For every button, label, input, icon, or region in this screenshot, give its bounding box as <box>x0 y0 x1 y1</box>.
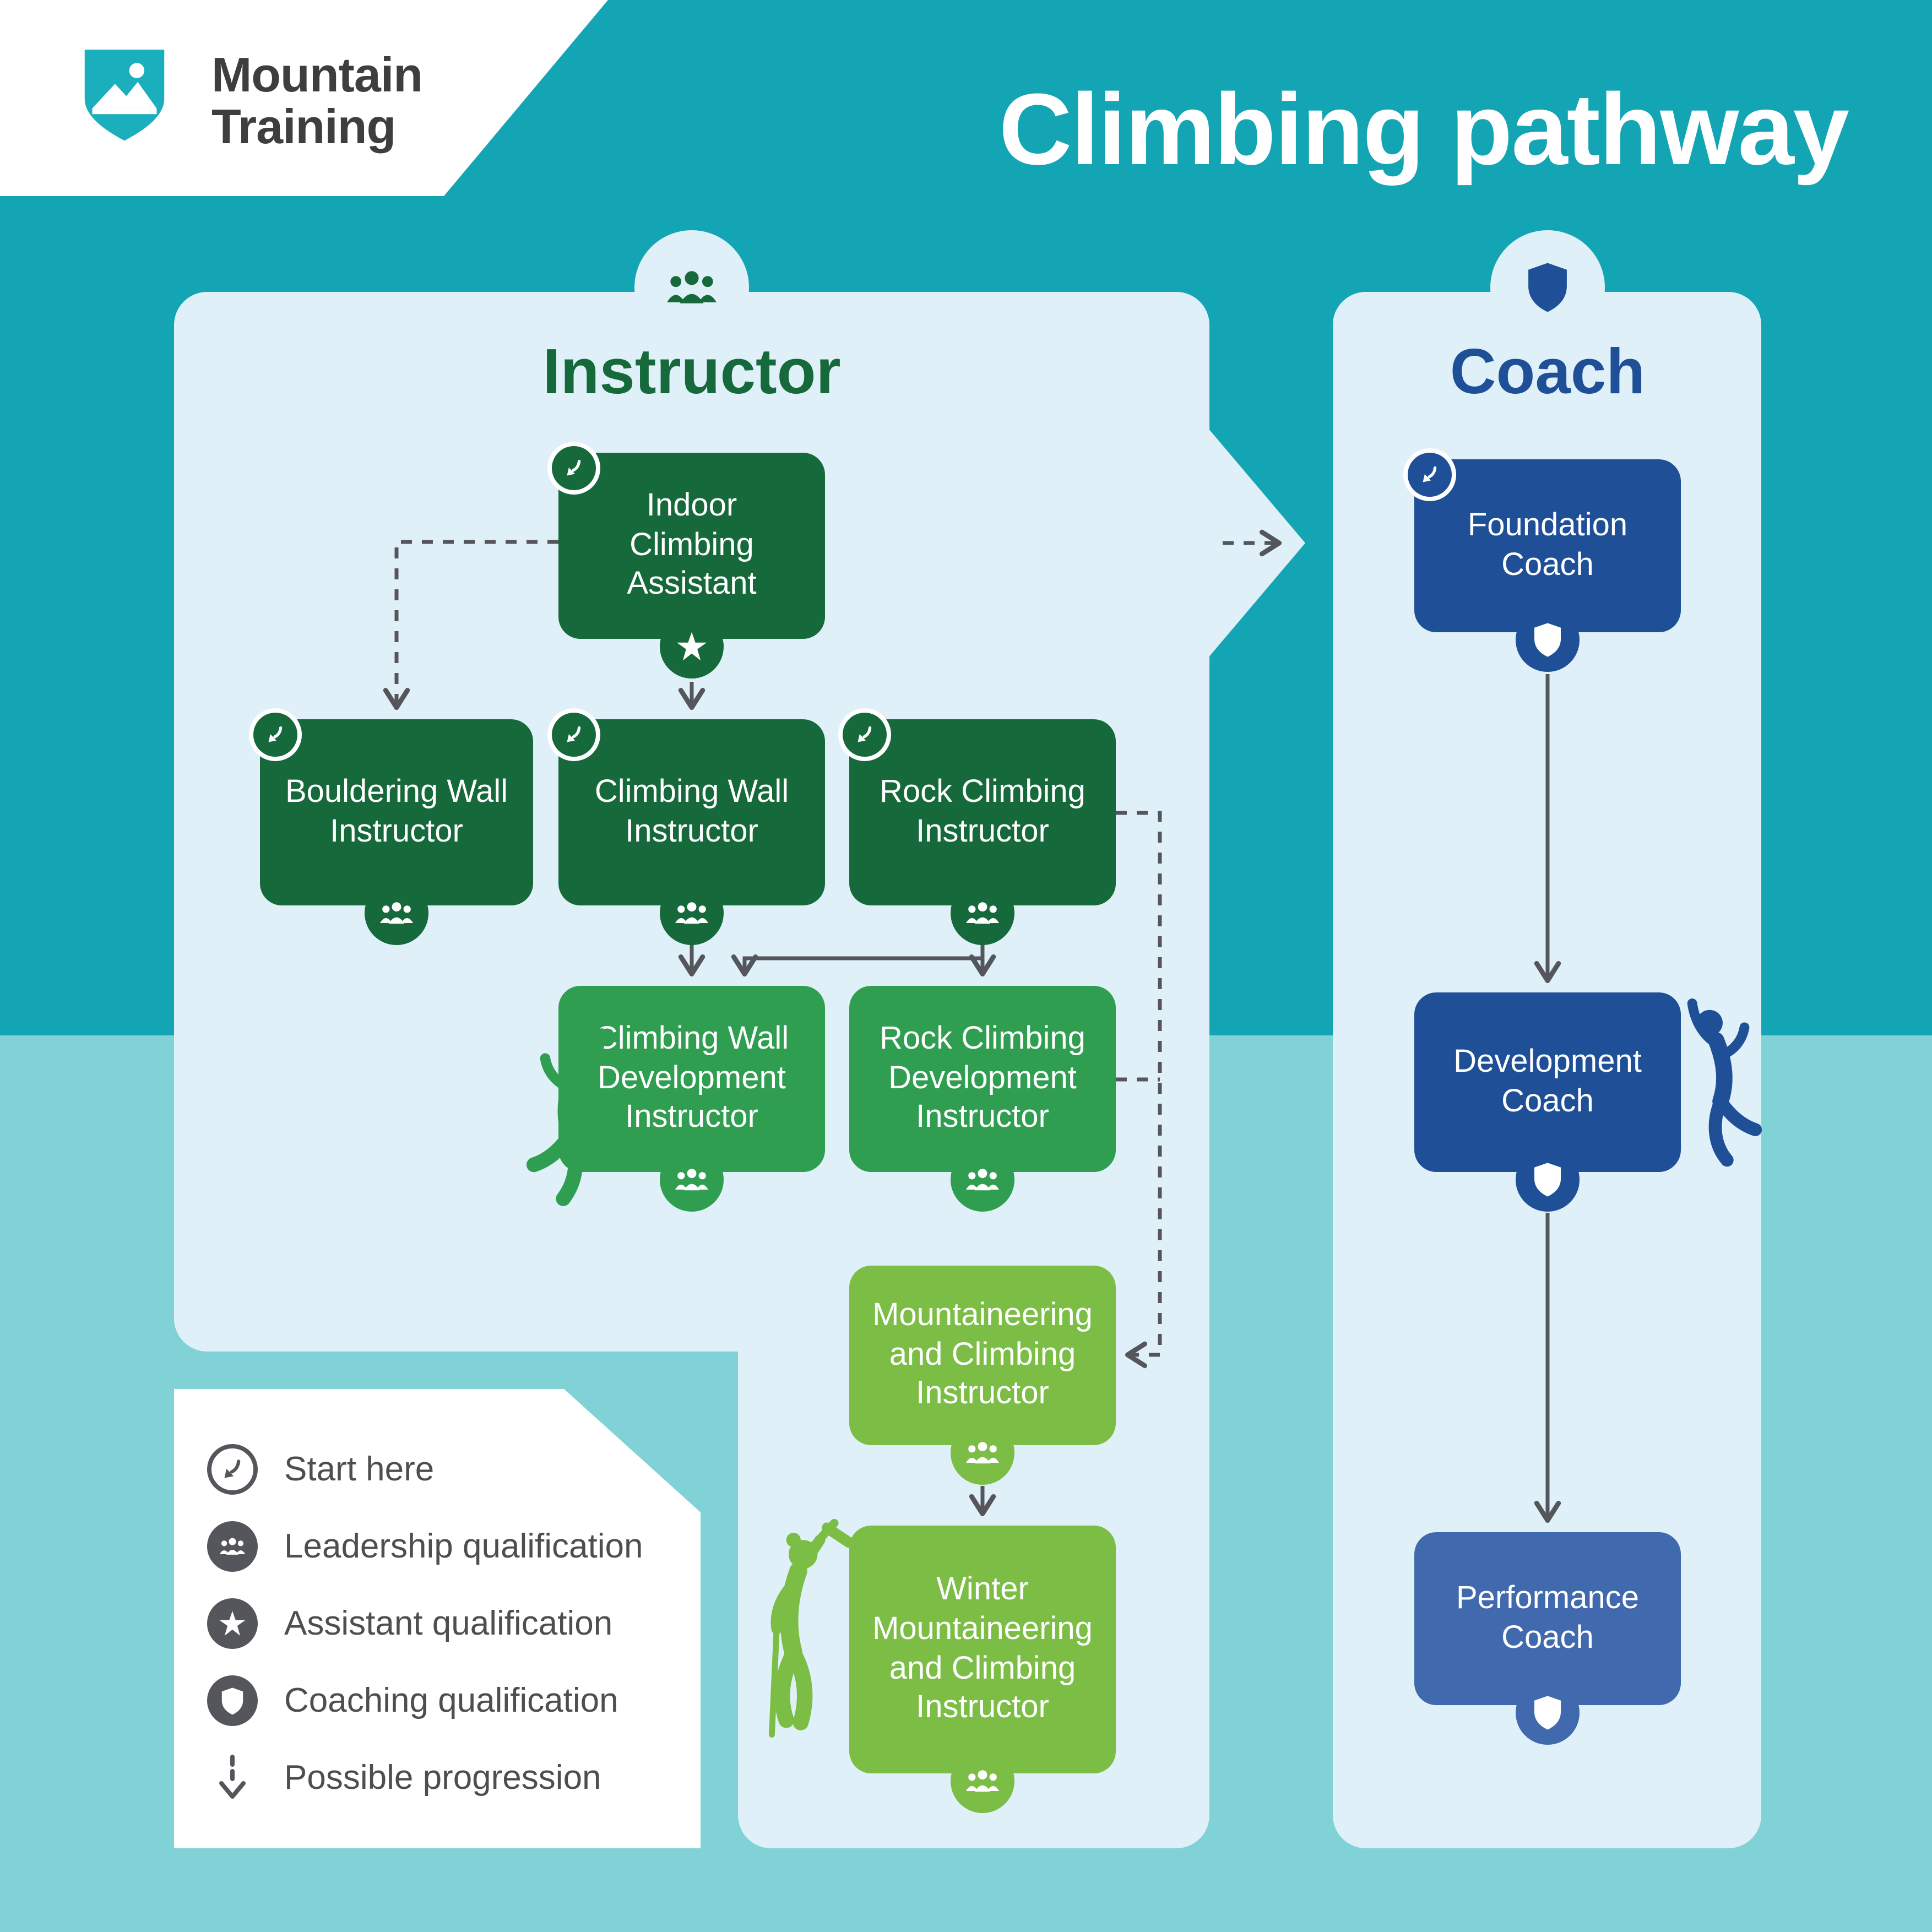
node-development-coach: Development Coach <box>1414 992 1681 1212</box>
legend-label: Start here <box>284 1450 435 1488</box>
coaching-qualification-icon <box>1516 1681 1580 1745</box>
assistant-qualification-icon <box>207 1598 258 1649</box>
start-here-icon <box>838 708 891 761</box>
legend-label: Assistant qualification <box>284 1604 613 1642</box>
node-label: Mountaineering and Climbing Instructor <box>872 1297 1093 1412</box>
node-label: Development Coach <box>1453 1044 1642 1119</box>
start-here-icon <box>207 1444 258 1495</box>
mountain-training-logo-text: Mountain Training <box>211 48 423 154</box>
legend-label: Coaching qualification <box>284 1681 618 1719</box>
node-label: Indoor Climbing Assistant <box>627 487 757 602</box>
leadership-qualification-icon <box>951 1148 1014 1212</box>
leadership-qualification-icon <box>660 881 724 945</box>
node-climbing-wall-development-instructor: Climbing Wall Development Instructor <box>558 986 825 1212</box>
possible-progression-icon <box>207 1752 258 1803</box>
node-label: Climbing Wall Instructor <box>594 774 789 849</box>
legend-item-leadership-qualification: Leadership qualification <box>207 1508 683 1585</box>
logo-line2: Training <box>211 100 396 154</box>
node-label: Performance Coach <box>1456 1580 1639 1655</box>
node-rock-climbing-development-instructor: Rock Climbing Development Instructor <box>849 986 1116 1212</box>
coaching-qualification-icon <box>207 1675 258 1726</box>
node-indoor-climbing-assistant: Indoor Climbing Assistant <box>547 442 825 679</box>
leadership-qualification-icon <box>365 881 428 945</box>
node-label: Foundation Coach <box>1467 507 1628 582</box>
legend-item-assistant-qualification: Assistant qualification <box>207 1585 683 1662</box>
coach-section-badge <box>1490 230 1605 345</box>
leadership-qualification-icon <box>660 1148 724 1212</box>
legend-item-start-here: Start here <box>207 1431 683 1508</box>
node-mountaineering-and-climbing-instructor: Mountaineering and Climbing Instructor <box>849 1266 1116 1485</box>
node-climbing-wall-instructor: Climbing Wall Instructor <box>547 708 825 945</box>
leadership-qualification-icon <box>207 1521 258 1572</box>
start-here-icon <box>547 708 600 761</box>
legend-item-possible-progression: Possible progression <box>207 1739 683 1816</box>
logo-line1: Mountain <box>211 48 423 102</box>
legend-label: Leadership qualification <box>284 1527 643 1565</box>
assistant-qualification-icon <box>660 615 724 679</box>
node-label: Rock Climbing Instructor <box>880 774 1086 849</box>
node-performance-coach: Performance Coach <box>1414 1532 1681 1745</box>
start-here-icon <box>1403 448 1456 501</box>
leadership-qualification-icon <box>951 881 1014 945</box>
node-rock-climbing-instructor: Rock Climbing Instructor <box>838 708 1116 945</box>
instructor-section-heading: Instructor <box>542 336 841 408</box>
shield-icon <box>1523 261 1572 314</box>
legend-label: Possible progression <box>284 1758 601 1797</box>
leadership-qualification-icon <box>951 1749 1014 1813</box>
start-here-icon <box>547 442 600 495</box>
node-label: Winter Mountaineering and Climbing Instr… <box>872 1571 1093 1725</box>
legend: Start here Leadership qualification Assi… <box>174 1389 701 1848</box>
node-foundation-coach: Foundation Coach <box>1403 448 1681 672</box>
instructor-section-badge <box>634 230 749 345</box>
start-here-icon <box>249 708 302 761</box>
coaching-qualification-icon <box>1516 1148 1580 1212</box>
coaching-qualification-icon <box>1516 608 1580 672</box>
people-icon <box>662 258 721 317</box>
node-label: Climbing Wall Development Instructor <box>594 1021 789 1135</box>
page-title: Climbing pathway <box>998 74 1849 186</box>
mountain-training-logo-icon <box>84 50 165 141</box>
node-bouldering-wall-instructor: Bouldering Wall Instructor <box>249 708 533 945</box>
node-winter-mountaineering-and-climbing-instructor: Winter Mountaineering and Climbing Instr… <box>849 1526 1116 1813</box>
node-label: Rock Climbing Development Instructor <box>880 1021 1086 1135</box>
node-label: Bouldering Wall Instructor <box>285 774 508 849</box>
coach-section-heading: Coach <box>1450 336 1646 408</box>
legend-item-coaching-qualification: Coaching qualification <box>207 1662 683 1739</box>
leadership-qualification-icon <box>951 1421 1014 1485</box>
